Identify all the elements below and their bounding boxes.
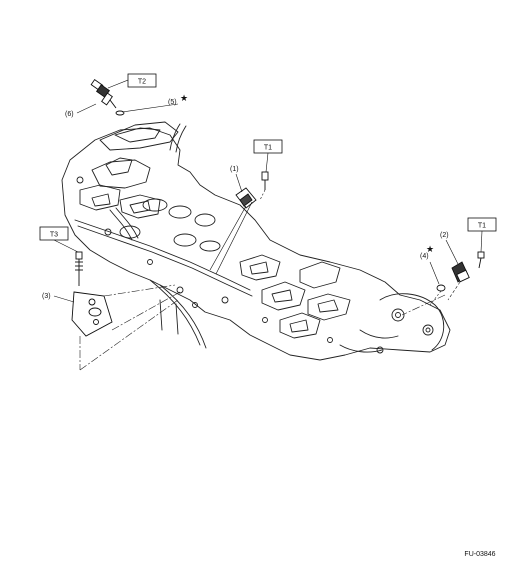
callout-3: (3) xyxy=(42,293,51,300)
torque-label-t1-mid: T1 xyxy=(264,145,272,152)
part-6-sensor xyxy=(90,79,117,109)
torque-label-t3: T3 xyxy=(50,232,58,239)
torque-label-t2: T2 xyxy=(138,79,146,86)
callout-6: (6) xyxy=(65,111,74,118)
part-3-bracket xyxy=(71,291,113,337)
part-2-sensor xyxy=(447,261,470,301)
figure-id: FU-03846 xyxy=(464,551,495,558)
torque-box-t2: T2 xyxy=(107,73,157,89)
part-5-gasket xyxy=(115,103,179,116)
part-1-bolt xyxy=(259,171,269,201)
torque-box-t3: T3 xyxy=(39,226,79,253)
part-3-bolt xyxy=(75,251,83,286)
torque-label-t1-right: T1 xyxy=(478,223,486,230)
callouts: (6) (5) ★ (1) (2) ★ (4) (3) xyxy=(42,93,459,303)
star-mark-4: ★ xyxy=(426,244,434,254)
part-4-oring xyxy=(429,284,446,306)
torque-box-t1-mid: T1 xyxy=(253,139,283,173)
callout-2: (2) xyxy=(440,232,449,239)
part-2-bolt xyxy=(477,251,485,269)
callout-1: (1) xyxy=(230,166,239,173)
part-1-sensor xyxy=(209,187,257,275)
torque-box-t1-right: T1 xyxy=(467,217,497,253)
callout-4: (4) xyxy=(420,253,429,260)
callout-5: (5) xyxy=(168,99,177,106)
assembly-lines xyxy=(79,284,446,371)
star-mark-5: ★ xyxy=(180,93,188,103)
engine-outline xyxy=(61,121,451,361)
